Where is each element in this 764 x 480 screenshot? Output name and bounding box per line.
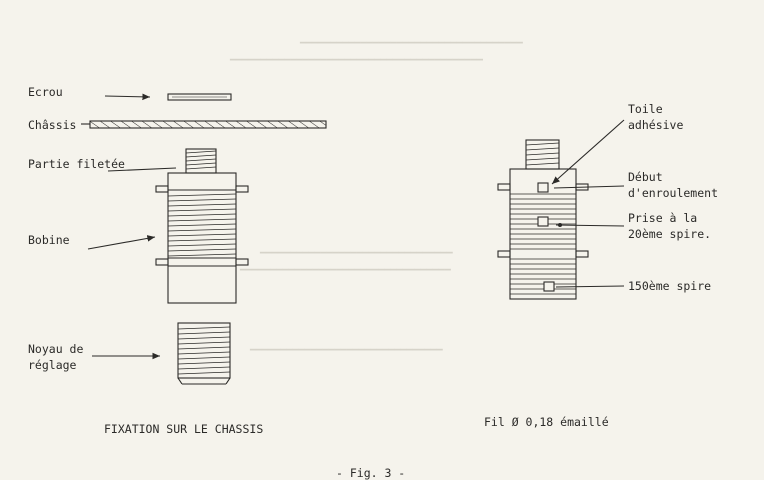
bobine-arrow xyxy=(87,235,156,250)
chassis-label: Châssis xyxy=(28,118,77,132)
coil-lug xyxy=(235,258,249,266)
debut-label-line1: Début xyxy=(628,170,663,184)
spire150-line xyxy=(555,285,625,288)
coil-lug xyxy=(497,250,511,258)
bleed-through-text: ━━━━━━━━━━━━━━━━━━━━━━━━━━━━━━━━ xyxy=(260,248,453,259)
prise-label-line2: 20ème spire. xyxy=(628,227,712,241)
tape-square xyxy=(537,182,549,193)
bleed-through-text: ━━━━━━━━━━━━━━━━━━━━━━━━━━━━━━━━ xyxy=(250,345,443,356)
partie-filetee-line xyxy=(107,167,177,172)
tape-square xyxy=(543,281,555,292)
figure-label: - Fig. 3 - xyxy=(336,466,406,480)
bleed-through-text: ━━━━━━━━━━━━━━━━━━━━━━━━━━━━━━━━━━━━━ xyxy=(300,38,523,49)
toile-label-line2: adhésive xyxy=(628,118,684,132)
toile-label-line1: Toile xyxy=(628,102,663,116)
tape-square xyxy=(537,216,549,227)
coil-body xyxy=(167,172,237,304)
bleed-through-text: ━━━━━━━━━━━━━━━━━━━━━━━━━━━━━━━━━━━ xyxy=(240,265,451,276)
coil-lug xyxy=(155,185,169,193)
bobine-label: Bobine xyxy=(28,233,70,247)
debut-label-line2: d'enroulement xyxy=(628,186,719,200)
bleed-through-text: ━━━━━━━━━━━━━━━━━━━━━━━━━━━━━━━━━━━━━━━━… xyxy=(230,55,483,66)
noyau-label-line2: réglage xyxy=(28,358,77,372)
spire150-label: 150ème spire xyxy=(628,279,712,293)
nut-shape xyxy=(167,93,232,101)
coil-lug xyxy=(155,258,169,266)
chassis-plate xyxy=(89,120,327,129)
prise-line xyxy=(555,224,625,227)
ecrou-label: Ecrou xyxy=(28,85,63,99)
debut-line xyxy=(553,185,625,189)
prise-label-line1: Prise à la xyxy=(628,211,698,225)
left-caption: FIXATION SUR LE CHASSIS xyxy=(104,422,264,436)
coil-lug xyxy=(575,250,589,258)
noyau-label-line1: Noyau de xyxy=(28,342,84,356)
ecrou-arrow xyxy=(104,93,151,101)
toile-arrow xyxy=(551,119,625,185)
right-caption: Fil Ø 0,18 émaillé xyxy=(484,415,609,429)
adjustment-core xyxy=(177,322,231,379)
coil-lug xyxy=(497,183,511,191)
coil-lug xyxy=(235,185,249,193)
partie-filetee-label: Partie filetée xyxy=(28,157,125,171)
